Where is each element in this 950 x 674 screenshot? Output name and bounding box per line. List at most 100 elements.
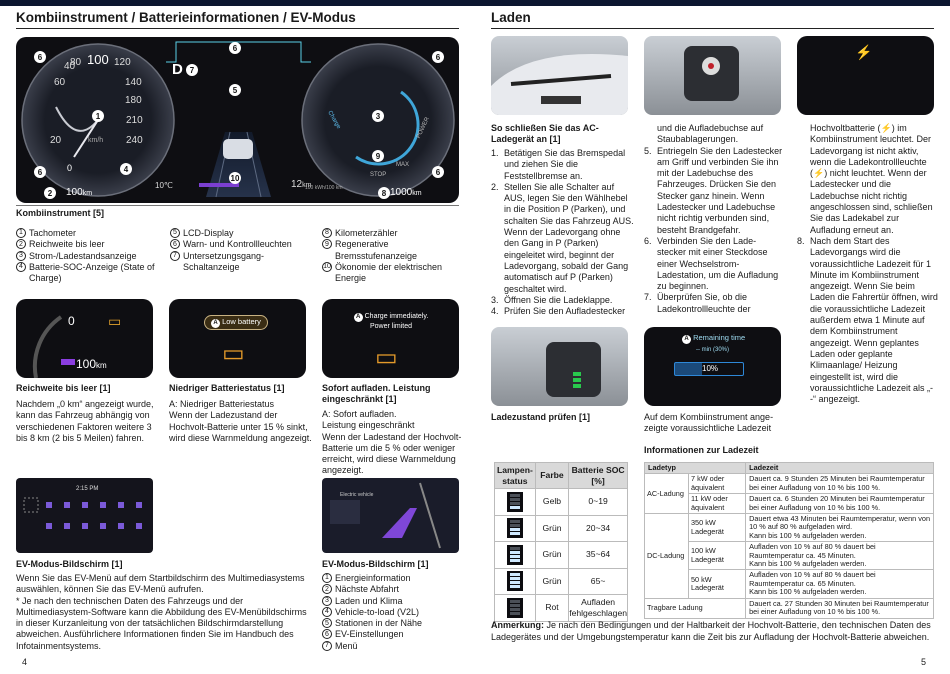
cluster-callout-10: 10 — [229, 172, 241, 184]
cluster-callout-6b: 6 — [229, 42, 241, 54]
tick-60: 60 — [54, 77, 66, 88]
charge-immediately-message: A Charge immediately. Power limited — [336, 312, 446, 331]
cluster-callout-6c: 6 — [432, 51, 444, 63]
range-readout: 100km — [66, 187, 93, 198]
charging-steps-col1: 1.Betätigen Sie das Bremspedal und ziehe… — [491, 148, 636, 317]
cluster-callout-8: 8 — [378, 187, 390, 199]
step: 7.Überprüfen Sie, ob die Ladekontrollleu… — [644, 292, 751, 314]
remaining-time-desc: Auf dem Kombiinstrument ange-zeigte vora… — [644, 412, 774, 434]
range-empty-title: Reichweite bis leer [1] — [16, 383, 111, 393]
charging-plug-icon: ⚡ — [855, 44, 873, 60]
cluster-callout-6d: 6 — [432, 166, 444, 178]
ev-screen-header: Electric vehicle — [340, 492, 374, 498]
charge-status-photo — [491, 327, 628, 406]
charge-immediately-body: A: Sofort aufladen. Leistung eingeschrän… — [322, 409, 462, 476]
battery-warning-icon: ▭ — [108, 313, 122, 329]
section-title-right: Laden — [491, 10, 531, 25]
remaining-time-title: A Remaining time — [682, 333, 745, 344]
tick-100: 100 — [87, 52, 109, 67]
energy-economy: 100 kWh/100 km — [305, 185, 343, 191]
lamp-icon — [506, 571, 523, 592]
instrument-cluster-image: 40 60 80 100 120 140 180 210 240 20 km/h… — [16, 37, 459, 203]
gear-indicator: D — [172, 61, 183, 78]
ev-menu-time: 2:15 PM — [76, 486, 99, 492]
cluster-caption: Kombiinstrument [5] — [16, 208, 105, 218]
tick-240: 240 — [126, 135, 143, 146]
ev-menu-title: EV-Modus-Bildschirm [1] — [16, 559, 123, 569]
charge-immediately-screen: A Charge immediately. Power limited ▭ — [322, 299, 459, 378]
stop-label: STOP — [370, 172, 387, 178]
outside-temp: 10℃ — [155, 181, 173, 190]
tick-120: 120 — [114, 57, 131, 68]
low-battery-screen: A Low battery ▭ — [169, 299, 306, 378]
cluster-callout-1: 1 — [92, 110, 104, 122]
low-battery-body: A: Niedriger Batteriestatus Wenn der Lad… — [169, 399, 312, 443]
step: 1.Betätigen Sie das Bremspedal und ziehe… — [491, 148, 626, 181]
step: 2.Stellen Sie alle Schalter auf AUS, leg… — [491, 181, 634, 294]
range-value: 100km — [76, 357, 107, 371]
car-front-photo — [491, 36, 628, 115]
tick-180: 180 — [125, 95, 142, 106]
step: 4.Prüfen Sie den Aufladestecker — [491, 306, 626, 317]
cluster-callout-9: 9 — [372, 150, 384, 162]
tick-20: 20 — [50, 135, 62, 146]
step: 3.Öffnen Sie die Ladeklappe. — [491, 294, 613, 305]
charge-lamp-screen: ⚡ — [797, 36, 934, 115]
tick-80: 80 — [70, 57, 82, 68]
charge-status-caption: Ladezustand prüfen [1] — [491, 412, 591, 422]
cluster-callout-3: 3 — [372, 110, 384, 122]
ev-screen: Electric vehicle — [322, 478, 459, 553]
range-empty-screen: 0 ▭ 100km — [16, 299, 153, 378]
ev-menu-body: Wenn Sie das EV-Menü auf dem Startbildsc… — [16, 573, 307, 651]
step: 6.Verbinden Sie den Lade-stecker mit ein… — [644, 235, 779, 292]
note: Anmerkung: Je nach den Bedingungen und d… — [491, 620, 931, 642]
zero-label: 0 — [67, 163, 73, 173]
cluster-rule — [16, 205, 459, 206]
odo-readout: 12km — [291, 179, 312, 190]
cluster-callout-6e: 6 — [34, 166, 46, 178]
low-battery-message: A Low battery — [204, 315, 268, 330]
section-title-left: Kombiinstrument / Batterieinformationen … — [16, 10, 356, 25]
page-number-right: 5 — [921, 657, 927, 667]
step: 5.Entriegeln Sie den Ladestecker am Grif… — [644, 145, 783, 235]
cluster-callout-4: 4 — [120, 163, 132, 175]
lamp-icon — [506, 518, 523, 539]
cluster-callout-5: 5 — [229, 84, 241, 96]
range-empty-body: Nachdem „0 km“ angezeigt wurde, kann das… — [16, 399, 154, 443]
lamp-icon — [506, 597, 523, 618]
tick-140: 140 — [125, 77, 142, 88]
low-battery-icon: ▭ — [222, 340, 245, 367]
top-bar — [0, 0, 950, 6]
speed-units: km/h — [88, 137, 104, 144]
cluster-callout-7: 7 — [186, 64, 198, 76]
battery-warning-icon: ▭ — [375, 344, 398, 371]
max-label: MAX — [396, 162, 410, 168]
charging-steps-col3: Hochvoltbatterie (⚡) im Kombiinstrument … — [797, 123, 938, 405]
